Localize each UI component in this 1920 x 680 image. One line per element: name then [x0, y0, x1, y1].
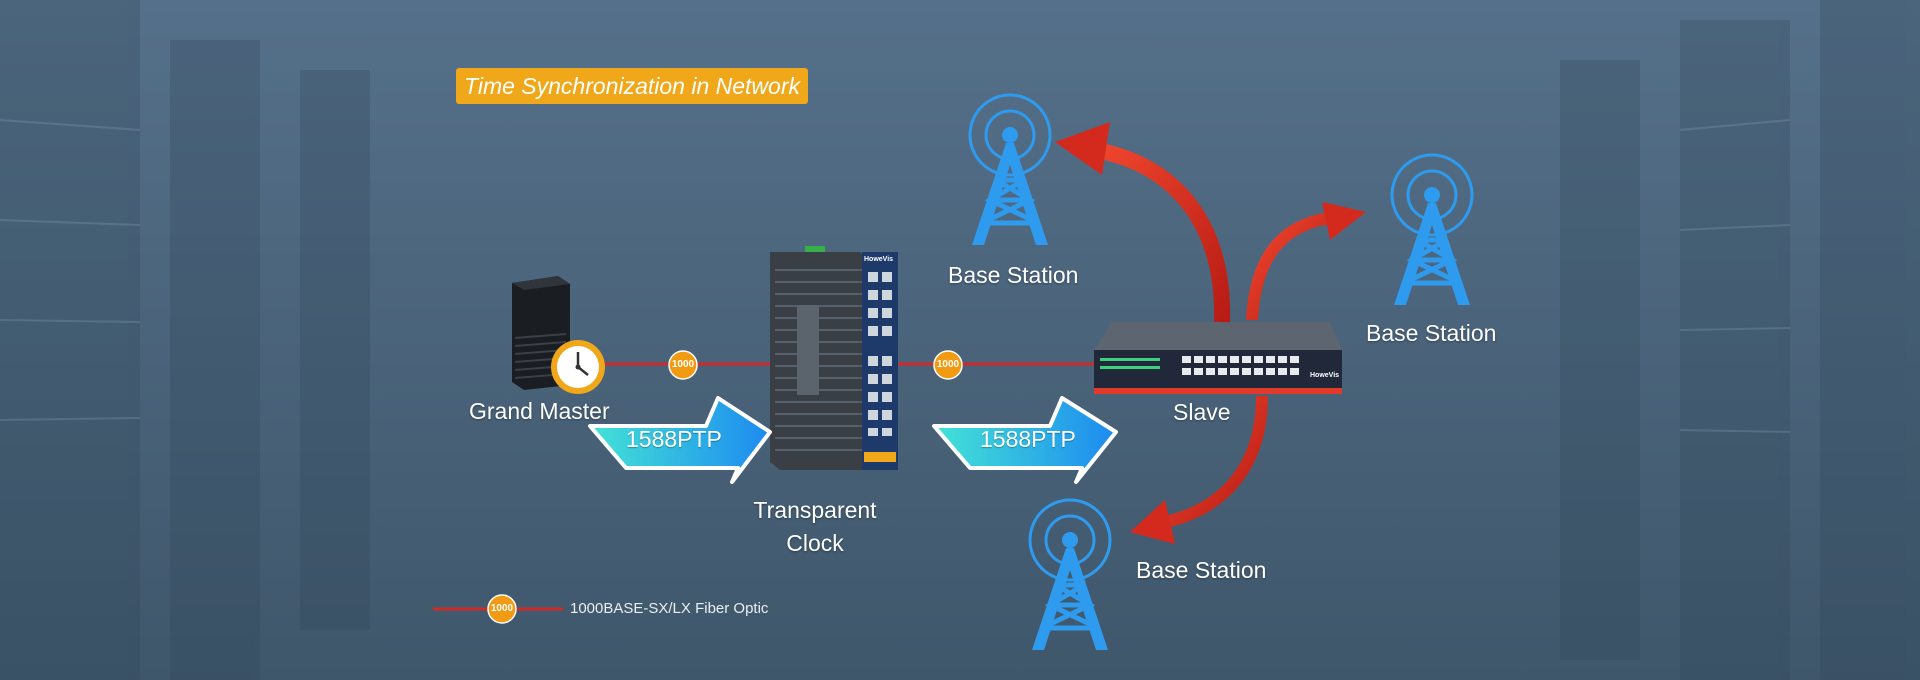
sync-arrow-right — [1246, 202, 1366, 321]
node-label-clock: Clock — [786, 530, 844, 556]
node-label-base-station-bottom: Base Station — [1136, 557, 1267, 583]
switch-icon-rack — [1094, 322, 1342, 394]
sync-arrow-top — [1055, 122, 1231, 323]
diagram-title-badge: Time Synchronization in Network — [456, 68, 808, 104]
legend-badge — [487, 594, 517, 624]
ptp-label-2: 1588PTP — [980, 426, 1076, 452]
switch-brand-rack: HoweVis — [1310, 372, 1340, 379]
link-badge-2-text: 1000 — [936, 359, 960, 370]
switch-brand-industrial: HoweVis — [864, 256, 894, 263]
node-label-base-station-top: Base Station — [948, 262, 1079, 288]
node-label-transparent: Transparent — [753, 497, 877, 523]
link-badge-1 — [668, 350, 698, 380]
ptp-arrow-2 — [932, 396, 1118, 484]
ptp-arrow-1 — [588, 396, 772, 484]
legend-badge-text: 1000 — [490, 603, 514, 614]
diagram-title: Time Synchronization in Network — [464, 72, 800, 99]
link-badge-2 — [933, 350, 963, 380]
sync-arrow-bottom — [1130, 395, 1268, 544]
node-label-slave: Slave — [1173, 399, 1231, 425]
ptp-label-1: 1588PTP — [626, 426, 722, 452]
legend-label: 1000BASE-SX/LX Fiber Optic — [570, 600, 769, 617]
node-label-base-station-right: Base Station — [1366, 320, 1497, 346]
clock-icon — [551, 340, 605, 394]
switch-icon-industrial — [770, 246, 898, 470]
background-rack-lines — [0, 119, 1791, 433]
link-badge-1-text: 1000 — [671, 359, 695, 370]
node-label-grand-master: Grand Master — [469, 398, 610, 424]
